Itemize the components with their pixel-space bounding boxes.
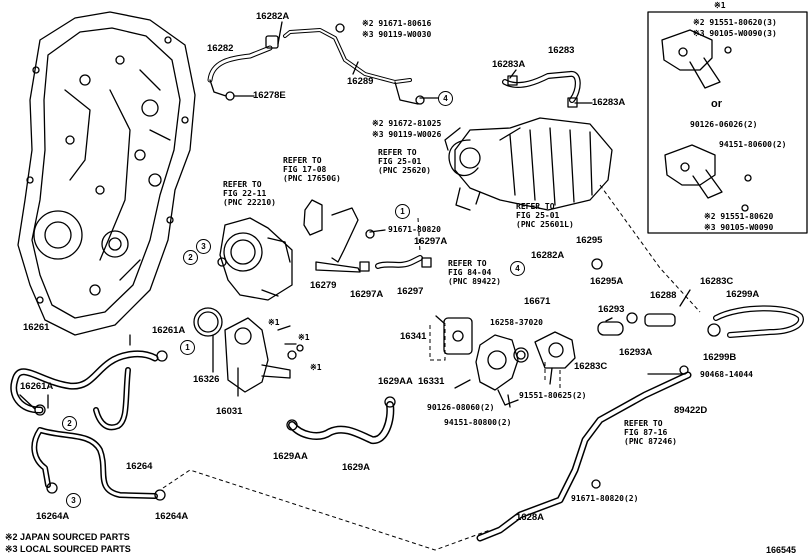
refer-fig-17-08[interactable]: REFER TO FIG 17-08 (PNC 17650G) <box>283 156 341 184</box>
ref-line: (PNC 25601L) <box>516 220 574 230</box>
part-label: 1629AA <box>378 376 413 387</box>
part-label: 16264A <box>36 511 70 522</box>
ref-line: REFER TO <box>516 202 555 211</box>
part-label: 16297 <box>397 286 424 297</box>
note-local-sourced: ※3 LOCAL SOURCED PARTS <box>5 544 131 554</box>
ref-line: FIG 84-04 <box>448 268 492 278</box>
part-label: 91551-80625(2) <box>519 391 587 400</box>
throttle-body-drawing <box>217 217 293 301</box>
part-label: ※3 90105-W0090 <box>704 223 774 232</box>
ref-line: REFER TO <box>378 148 417 157</box>
callout-4: 4 <box>510 261 525 276</box>
part-label: 16282 <box>207 43 234 54</box>
part-label: 16293 <box>598 304 625 315</box>
part-label: 90126-08060(2) <box>427 403 495 412</box>
part-label: 89422D <box>674 405 708 416</box>
callout-1: 1 <box>395 204 410 219</box>
ref-line: (PNC 22210) <box>223 198 276 208</box>
part-label: 90126-06026(2) <box>690 120 758 129</box>
ref-line: FIG 17-08 <box>283 165 327 175</box>
refer-fig-84-04[interactable]: REFER TO FIG 84-04 (PNC 89422) <box>448 259 501 287</box>
part-label: 1629A <box>342 462 370 473</box>
part-label: 16671 <box>524 296 551 307</box>
part-label: ※2 91551-80620 <box>704 212 774 221</box>
refer-fig-25-01-b[interactable]: REFER TO FIG 25-01 (PNC 25601L) <box>516 202 574 230</box>
ref-line: (PNC 89422) <box>448 277 501 287</box>
part-label: 16282A <box>256 11 290 22</box>
part-label: 91671-80820 <box>388 225 441 234</box>
diagram-id: 166545 <box>766 545 797 555</box>
ref-line: FIG 25-01 <box>516 211 560 221</box>
part-label: 16283A <box>492 59 526 70</box>
part-label: 16264 <box>126 461 153 472</box>
part-label: ※3 90119-W0026 <box>372 130 442 139</box>
part-label: ※1 <box>298 333 310 342</box>
part-label: 16331 <box>418 376 445 387</box>
part-label: 16283C <box>574 361 608 372</box>
callout-4: 4 <box>438 91 453 106</box>
part-label: 1628A <box>516 512 544 523</box>
part-label: 16031 <box>216 406 243 417</box>
callout-3: 3 <box>66 493 81 508</box>
refer-fig-25-01-a[interactable]: REFER TO FIG 25-01 (PNC 25620) <box>378 148 431 176</box>
part-label: 94151-80800(2) <box>444 418 512 427</box>
part-label: 16283 <box>548 45 575 56</box>
part-label: 94151-80600(2) <box>719 140 787 149</box>
part-label: ※1 <box>268 318 280 327</box>
timing-chain-cover-drawing <box>17 11 196 336</box>
part-label: 16288 <box>650 290 677 301</box>
part-label: 16279 <box>310 280 337 291</box>
part-label: or <box>711 98 722 110</box>
part-label: 91671-80820(2) <box>571 494 639 503</box>
part-label: ※3 90105-W0090(3) <box>693 29 777 38</box>
part-label: 16261A <box>20 381 54 392</box>
part-label: 16299A <box>726 289 760 300</box>
callout-3: 3 <box>196 239 211 254</box>
part-label: 16295 <box>576 235 603 246</box>
refer-fig-87-16[interactable]: REFER TO FIG 87-16 (PNC 87246) <box>624 419 677 447</box>
part-label: 16258-37020 <box>490 318 543 327</box>
part-label: 16283C <box>700 276 734 287</box>
callout-1: 1 <box>180 340 195 355</box>
refer-fig-22-11[interactable]: REFER TO FIG 22-11 (PNC 22210) <box>223 180 276 208</box>
egr-cooler-drawing <box>444 117 613 211</box>
part-label: 16289 <box>347 76 374 87</box>
part-label: 16264A <box>155 511 189 522</box>
part-label: ※2 91671-80616 <box>362 19 432 28</box>
part-label: 90468-14044 <box>700 370 753 379</box>
callout-2: 2 <box>62 416 77 431</box>
part-label: 16299B <box>703 352 737 363</box>
part-label: 16283A <box>592 97 626 108</box>
part-label: ※1 <box>310 363 322 372</box>
callout-2: 2 <box>183 250 198 265</box>
part-label: ※2 91551-80620(3) <box>693 18 777 27</box>
part-label: 16282A <box>531 250 565 261</box>
ref-line: FIG 22-11 <box>223 189 267 199</box>
part-label: 16326 <box>193 374 220 385</box>
note-japan-sourced: ※2 JAPAN SOURCED PARTS <box>5 532 130 542</box>
box-asterisk-label: ※1 <box>714 1 726 10</box>
part-label: ※2 91672-81025 <box>372 119 442 128</box>
ref-line: (PNC 25620) <box>378 166 431 176</box>
ref-line: REFER TO <box>223 180 262 189</box>
part-label: 16278E <box>253 90 286 101</box>
ref-line: (PNC 17650G) <box>283 174 341 184</box>
part-label: 16297A <box>350 289 384 300</box>
ref-line: REFER TO <box>448 259 487 268</box>
part-label: ※3 90119-W0030 <box>362 30 432 39</box>
ref-line: (PNC 87246) <box>624 437 677 447</box>
ref-line: REFER TO <box>283 156 322 165</box>
part-label: 16297A <box>414 236 448 247</box>
ref-line: REFER TO <box>624 419 663 428</box>
part-label: 16293A <box>619 347 653 358</box>
part-label: 16341 <box>400 331 427 342</box>
part-label: 16261A <box>152 325 186 336</box>
ref-line: FIG 87-16 <box>624 428 668 438</box>
ref-line: FIG 25-01 <box>378 157 422 167</box>
part-label: 1629AA <box>273 451 308 462</box>
part-label: 16261 <box>23 322 50 333</box>
part-label: 16295A <box>590 276 624 287</box>
